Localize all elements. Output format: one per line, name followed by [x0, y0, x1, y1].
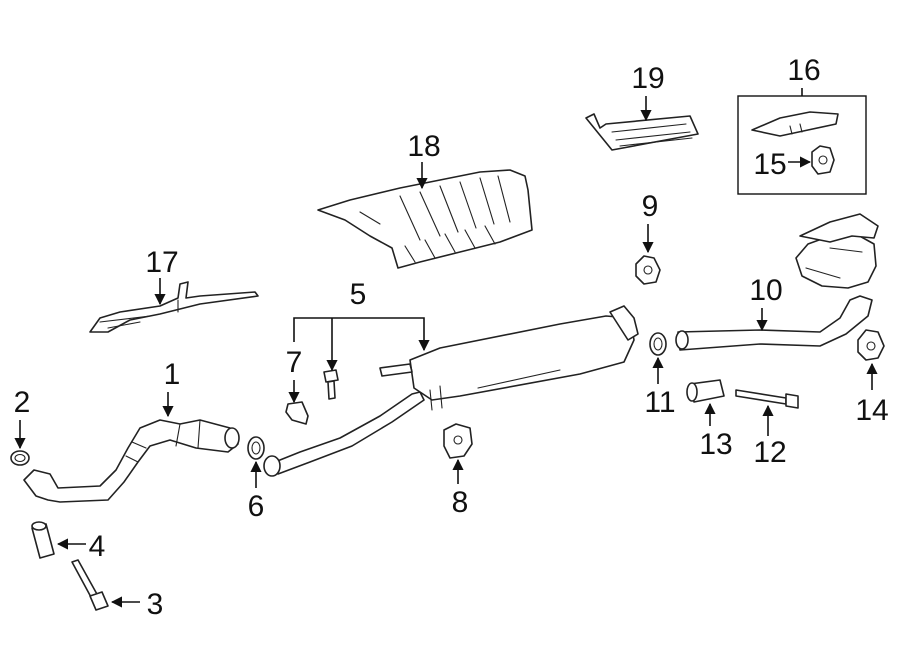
part-5-center-pipe — [263, 305, 639, 477]
part-10-tailpipe-muffler — [675, 213, 879, 351]
part-12-bolt — [735, 389, 799, 409]
part-19-shield-plate — [585, 113, 699, 151]
callout-10: 10 — [749, 274, 782, 307]
callout-labels: 1 2 3 4 5 6 7 8 9 10 11 12 13 14 15 16 1… — [14, 54, 889, 621]
part-6-gasket — [247, 436, 265, 460]
part-1-front-pipe-converter — [23, 419, 240, 503]
part-16-group-box — [737, 95, 867, 195]
callout-2: 2 — [14, 386, 31, 419]
callout-8: 8 — [452, 486, 469, 519]
part-4-sleeve — [31, 521, 55, 559]
callout-13: 13 — [699, 428, 732, 461]
callout-11: 11 — [644, 386, 675, 419]
callout-15: 15 — [753, 148, 786, 181]
part-14-hanger — [857, 329, 885, 361]
leader-lines — [14, 88, 878, 608]
callout-17: 17 — [145, 246, 178, 279]
part-9-hanger — [635, 255, 661, 285]
callout-16: 16 — [787, 54, 820, 87]
part-11-gasket — [649, 332, 667, 356]
part-7-clamp — [285, 401, 309, 425]
part-13-sleeve — [686, 379, 725, 403]
callout-7: 7 — [286, 346, 303, 379]
callout-18: 18 — [407, 130, 440, 163]
callout-9: 9 — [642, 190, 659, 223]
callout-3: 3 — [147, 588, 164, 621]
part-15-hanger-insulator — [811, 145, 835, 175]
callout-19: 19 — [631, 62, 664, 95]
part-3-bolt — [71, 559, 109, 611]
callout-4: 4 — [89, 530, 106, 563]
part-8-hanger — [443, 423, 473, 459]
callout-14: 14 — [855, 394, 888, 427]
callout-12: 12 — [753, 436, 786, 469]
callout-5: 5 — [350, 278, 367, 311]
part-5-bolt — [323, 369, 339, 400]
part-18-heat-insulator — [317, 169, 533, 269]
part-17-heat-shield — [89, 281, 259, 333]
callout-1: 1 — [164, 358, 181, 391]
part-2-gasket — [10, 450, 30, 466]
callout-6: 6 — [248, 490, 265, 523]
